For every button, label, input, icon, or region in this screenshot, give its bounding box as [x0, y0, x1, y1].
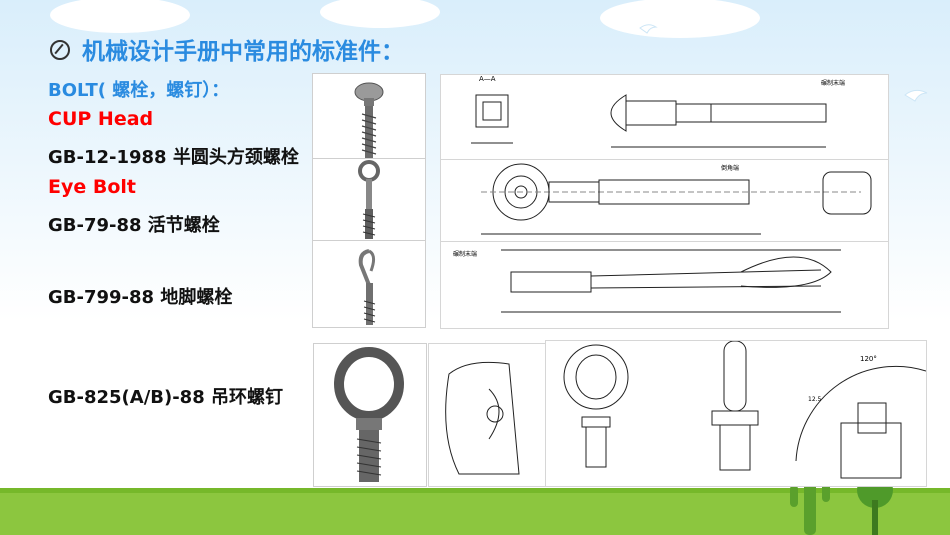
lifting-eye-bolt-photo: [313, 343, 427, 487]
roughness-label: 12.5: [808, 396, 822, 403]
eye-bolt-photo: [312, 158, 426, 242]
gb799-label: GB-799-88 地脚螺栓: [48, 287, 233, 308]
gb799-technical-drawing: 碾制末端: [440, 241, 889, 329]
eye-bolt-label: Eye Bolt: [48, 176, 136, 198]
rolled-end-label-2: 碾制末端: [453, 250, 477, 258]
section-aa-label: A—A: [479, 75, 496, 83]
bolt-label: BOLT( 螺栓，螺钉）：: [48, 80, 230, 101]
compass-icon: [50, 40, 70, 60]
gb79-label: GB-79-88 活节螺栓: [48, 215, 220, 236]
page-title: 机械设计手册中常用的标准件：: [50, 32, 404, 66]
angle-label: 120°: [860, 355, 877, 363]
gb12-technical-drawing: A—A 碾制末端: [440, 74, 889, 161]
gb825-label: GB-825(A/B)-88 吊环螺钉: [48, 387, 284, 408]
gb79-technical-drawing: 倒角端: [440, 159, 889, 243]
chamfer-end-label: 倒角端: [721, 164, 739, 172]
anchor-bolt-photo: [312, 240, 426, 328]
gb825-technical-drawing: 120° 12.5: [545, 340, 927, 487]
grass-edge: [0, 488, 950, 496]
cloud-shape: [50, 0, 760, 38]
eye-detail-drawing: [428, 343, 547, 487]
cup-head-bolt-photo: [312, 73, 426, 160]
rolled-end-label-1: 碾制末端: [821, 79, 845, 87]
page-title-text: 机械设计手册中常用的标准件：: [82, 39, 404, 65]
cup-head-label: CUP Head: [48, 108, 154, 130]
gb12-label: GB-12-1988 半圆头方颈螺栓: [48, 147, 299, 168]
